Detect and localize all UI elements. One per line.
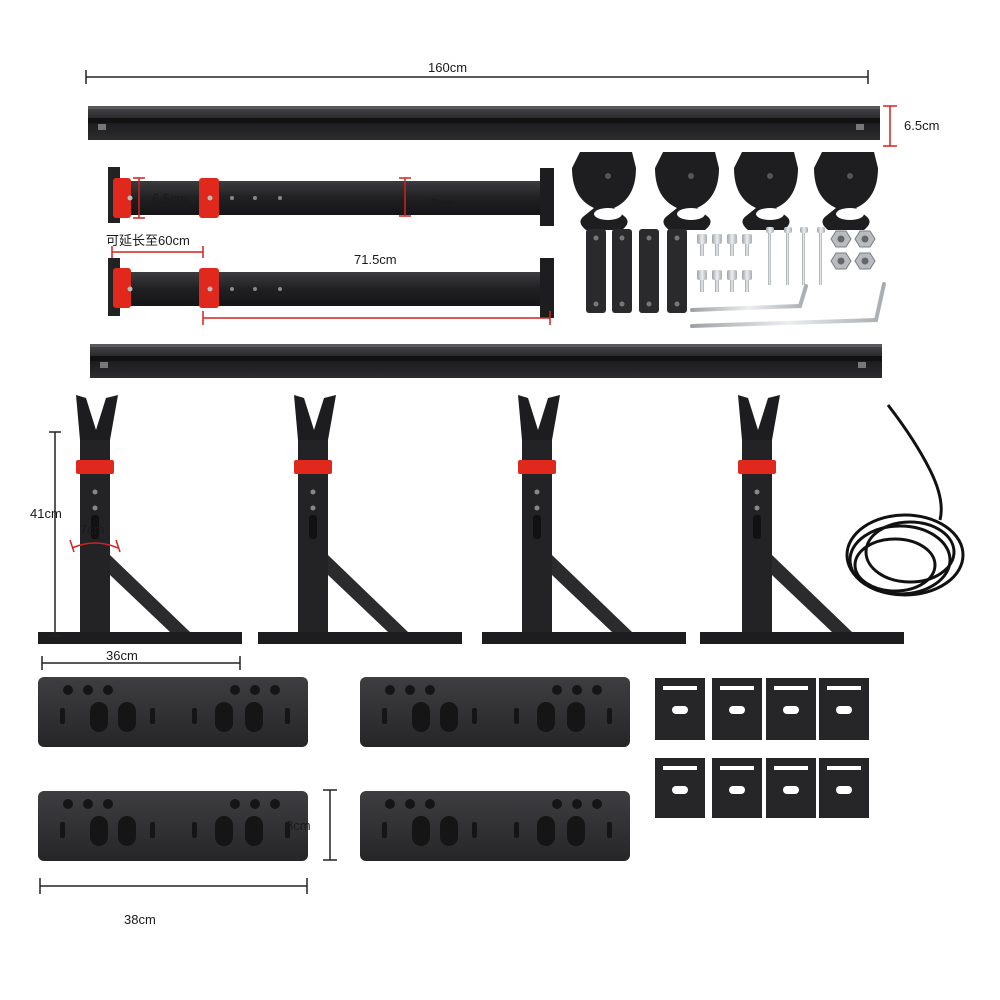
dimension-lines-crossbar-upper — [133, 177, 411, 219]
upright-3 — [482, 395, 686, 644]
clamp-brackets — [572, 152, 878, 230]
hex-keys — [690, 282, 886, 328]
upright-1 — [38, 395, 242, 644]
label-crossbar-sleeve: 6.5cm — [152, 191, 188, 206]
base-plate-1 — [38, 677, 308, 747]
upright-2 — [258, 395, 462, 644]
label-base-width: 36cm — [106, 648, 138, 663]
dimension-line-upright-width — [69, 539, 121, 553]
rubber-strips — [586, 229, 687, 313]
base-plate-2 — [360, 677, 630, 747]
upright-4 — [700, 395, 904, 644]
crossbar-lower — [108, 258, 554, 318]
dimension-lines-upright — [41, 431, 241, 670]
label-crossbar-extension: 可延长至60cm — [106, 233, 190, 248]
dimension-line-rail-length — [85, 70, 869, 84]
nuts — [830, 230, 876, 270]
dimension-lines-plate — [39, 789, 337, 894]
label-crossbar-length: 71.5cm — [354, 252, 397, 267]
label-upright-height: 41cm — [30, 506, 62, 521]
base-plate-3 — [38, 791, 308, 861]
dimension-lines-crossbar-lower — [111, 246, 551, 325]
label-rail-height: 6.5cm — [904, 118, 940, 133]
rubber-strip-coil — [845, 404, 965, 597]
label-rail-length: 160cm — [428, 60, 468, 75]
crossbar-upper — [108, 167, 554, 226]
long-screws — [766, 227, 825, 285]
label-plate-length: 38cm — [124, 912, 156, 927]
top-rail — [88, 106, 880, 140]
label-plate-height: 8cm — [286, 818, 311, 833]
label-crossbar-height: 7cm — [430, 196, 455, 211]
bottom-rail — [90, 344, 882, 378]
base-plate-4 — [360, 791, 630, 861]
label-upright-width: 7cm — [80, 522, 105, 537]
dimension-line-rail-height — [883, 105, 897, 147]
mounting-clips — [655, 678, 869, 818]
bolts — [697, 234, 752, 292]
